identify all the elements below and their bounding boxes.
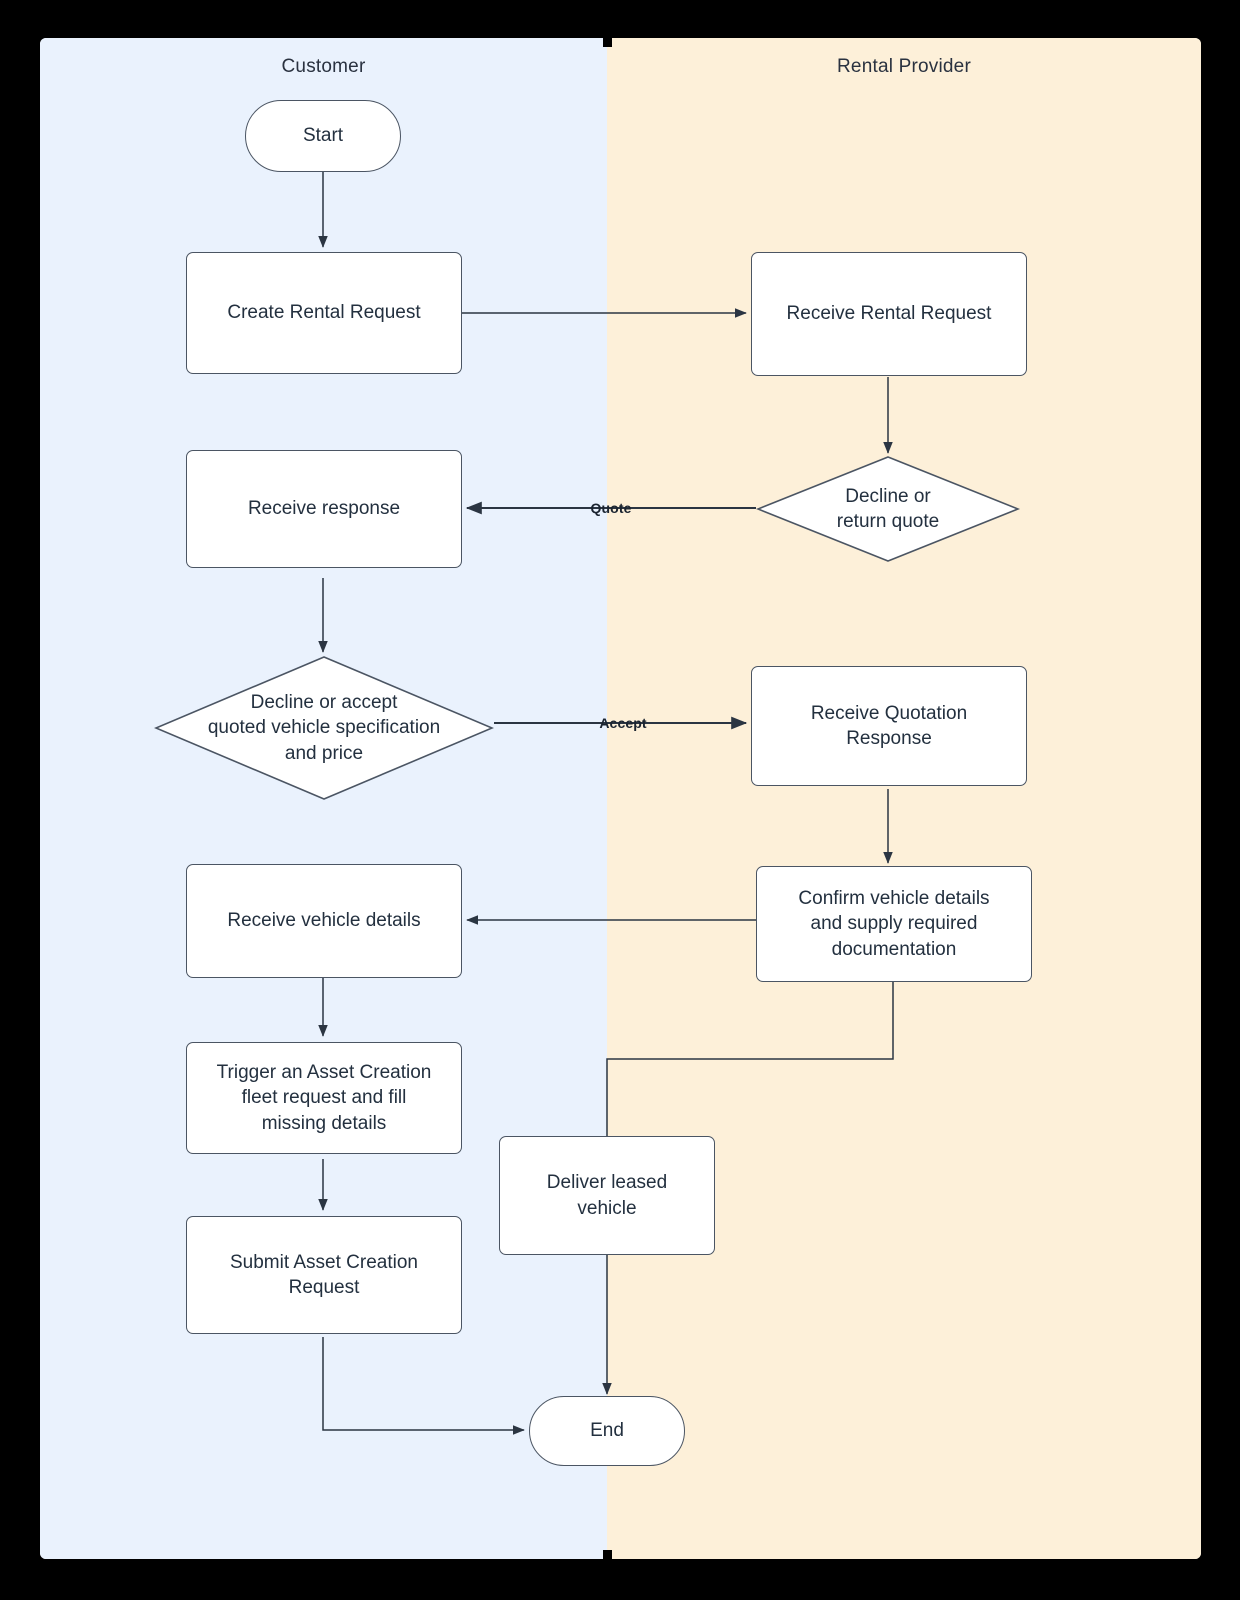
decision-diamond-shape — [755, 456, 1021, 562]
node-end[interactable]: End — [529, 1396, 685, 1466]
node-receive-vehicle-details-label: Receive vehicle details — [227, 910, 421, 932]
lane-title-provider: Rental Provider — [837, 56, 971, 77]
node-receive-vehicle-details[interactable]: Receive vehicle details — [186, 864, 462, 978]
decision-diamond-shape — [153, 656, 495, 800]
lane-divider-notch-top — [603, 38, 612, 47]
node-end-label: End — [590, 1420, 624, 1442]
node-receive-response[interactable]: Receive response — [186, 450, 462, 568]
lane-divider-notch-bottom — [603, 1550, 612, 1559]
node-receive-rental-request-label: Receive Rental Request — [786, 303, 992, 325]
node-receive-rental-request[interactable]: Receive Rental Request — [751, 252, 1027, 376]
edge-label-quote: Quote — [590, 500, 632, 516]
node-receive-response-label: Receive response — [247, 498, 401, 520]
node-start-label: Start — [302, 125, 344, 147]
lane-title-customer: Customer — [281, 56, 366, 77]
edge-label-accept: Accept — [599, 715, 647, 731]
node-create-rental-request-label: Create Rental Request — [227, 302, 421, 324]
node-start[interactable]: Start — [245, 100, 401, 172]
node-create-rental-request[interactable]: Create Rental Request — [186, 252, 462, 374]
